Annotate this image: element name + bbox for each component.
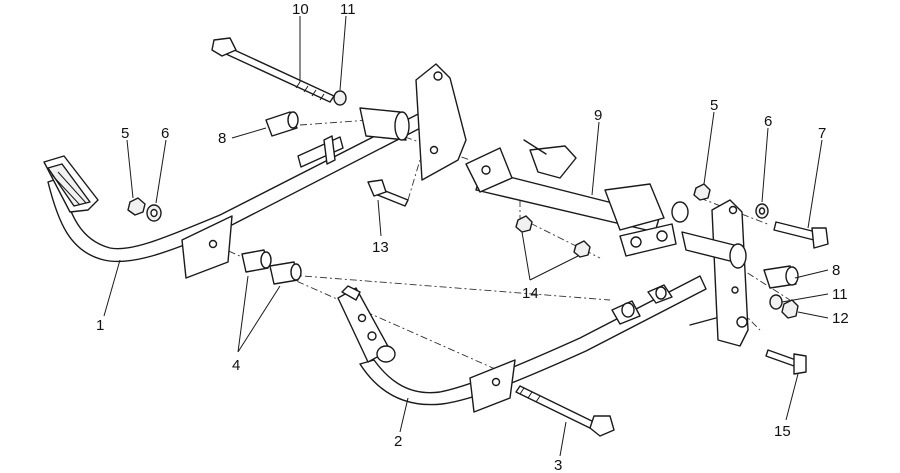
leader-lines xyxy=(103,15,829,457)
callout-15: 15 xyxy=(774,423,791,440)
bolts xyxy=(211,37,829,437)
callout-12: 12 xyxy=(832,310,849,327)
callout-4: 4 xyxy=(232,357,240,374)
callout-13: 13 xyxy=(372,239,389,256)
bushings xyxy=(241,107,799,289)
part-2-rear-bar xyxy=(337,275,707,413)
callout-6-right: 6 xyxy=(764,113,772,130)
callout-3: 3 xyxy=(554,457,562,473)
mounting-brackets xyxy=(415,63,749,347)
callout-11-right: 11 xyxy=(832,286,848,303)
nuts-and-washers xyxy=(127,183,799,319)
callout-8-right: 8 xyxy=(832,262,840,279)
callout-9: 9 xyxy=(594,107,602,124)
callout-11-top: 11 xyxy=(340,1,356,18)
callout-6-left: 6 xyxy=(161,125,169,142)
callout-1: 1 xyxy=(96,317,104,334)
callout-14: 14 xyxy=(522,285,539,302)
callout-2: 2 xyxy=(394,433,402,450)
callout-5-right: 5 xyxy=(710,97,718,114)
callout-8-left: 8 xyxy=(218,130,226,147)
part-9-pivot-shaft xyxy=(465,139,689,257)
part-1-pedal-bar xyxy=(43,107,437,279)
callout-7: 7 xyxy=(818,125,826,142)
callout-labels: 10 11 5 6 8 9 5 6 7 13 1 14 8 11 12 4 2 … xyxy=(96,1,849,473)
callout-10: 10 xyxy=(292,1,309,18)
callout-5-left: 5 xyxy=(121,125,129,142)
